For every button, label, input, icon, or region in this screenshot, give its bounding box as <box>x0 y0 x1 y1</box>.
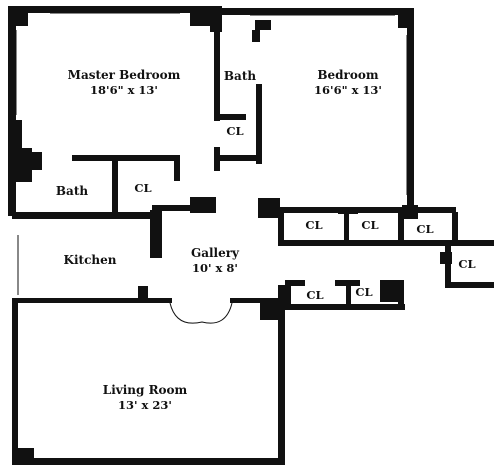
wall-lower-closet-right <box>398 280 404 310</box>
wall-block <box>255 20 271 30</box>
master-bedroom-size: 18'6" x 13' <box>90 83 158 97</box>
bath-lower-name: Bath <box>55 184 89 198</box>
wall-lower-closet-top <box>285 280 305 286</box>
kitchen-label: Kitchen <box>54 253 126 268</box>
wall-block <box>18 148 32 182</box>
wall-block <box>210 6 222 32</box>
wall-bath-top <box>72 155 180 161</box>
living-room-size: 13' x 23' <box>118 398 172 412</box>
kitchen-name: Kitchen <box>63 253 117 267</box>
wall-block <box>138 286 148 300</box>
wall-block <box>150 210 162 258</box>
wall-block <box>252 30 260 42</box>
wall-bath-right <box>256 84 262 164</box>
wall-living-right <box>278 285 285 465</box>
wall-closet-div <box>452 212 458 246</box>
living-room-name: Living Room <box>102 383 188 397</box>
living-room-label: Living Room 13' x 23' <box>100 383 190 413</box>
wall-bath-base <box>12 212 152 219</box>
wall-block <box>258 198 280 218</box>
wall-living-top <box>230 298 278 303</box>
wall-bath-left <box>214 26 220 121</box>
wall-bath-bottom <box>214 114 246 120</box>
wall-bottom <box>12 458 284 465</box>
gallery-size: 10' x 8' <box>192 261 238 275</box>
wall-bedroom-right <box>407 8 414 218</box>
wall-left-lower <box>12 298 18 464</box>
closet-label: CL <box>134 181 152 195</box>
wall-kitchen-side <box>152 205 197 211</box>
closet-label: CL <box>306 288 324 302</box>
wall-far-closet <box>445 282 494 288</box>
wall-block <box>30 152 42 170</box>
wall-top-left <box>8 6 218 13</box>
wall-lower-closet-div <box>346 282 351 310</box>
wall-cl-stub <box>214 147 220 171</box>
wall-living-top <box>12 298 172 303</box>
bath-upper-label: Bath <box>220 69 260 84</box>
arch-opening <box>169 302 233 324</box>
wall-lower-closet-base <box>285 304 405 310</box>
bath-lower-label: Bath <box>50 184 94 199</box>
wall-block <box>260 300 282 320</box>
master-bedroom-label: Master Bedroom 18'6" x 13' <box>56 68 192 98</box>
wall-closet-div <box>398 212 404 246</box>
wall-block <box>398 8 414 28</box>
wall-block <box>12 448 34 464</box>
closet-label: CL <box>458 257 476 271</box>
wall-closet-left <box>278 207 284 245</box>
bedroom-name: Bedroom <box>317 68 379 82</box>
closet-label: CL <box>355 285 373 299</box>
gallery-name: Gallery <box>190 246 240 260</box>
wall-far-closet <box>454 240 494 246</box>
wall-closet-base <box>404 240 458 246</box>
closet-label: CL <box>305 218 323 232</box>
bath-upper-name: Bath <box>223 69 257 83</box>
bedroom-size: 16'6" x 13' <box>314 83 382 97</box>
master-bedroom-name: Master Bedroom <box>67 68 181 82</box>
wall-closet-div <box>344 209 349 245</box>
wall-far-closet <box>445 245 451 285</box>
wall-bath-divider <box>112 155 118 215</box>
closet-label: CL <box>226 124 244 138</box>
closet-label: CL <box>416 222 434 236</box>
wall-left-upper <box>8 6 16 216</box>
wall-closet-top <box>278 207 456 213</box>
wall-lower-closet-left <box>285 280 291 308</box>
wall-cl-right <box>174 155 180 181</box>
wall-block <box>8 6 28 26</box>
wall-cl-bottom <box>214 155 262 161</box>
bedroom-label: Bedroom 16'6" x 13' <box>296 68 400 98</box>
gallery-label: Gallery 10' x 8' <box>180 246 250 276</box>
closet-label: CL <box>361 218 379 232</box>
wall-top-right <box>218 8 414 15</box>
